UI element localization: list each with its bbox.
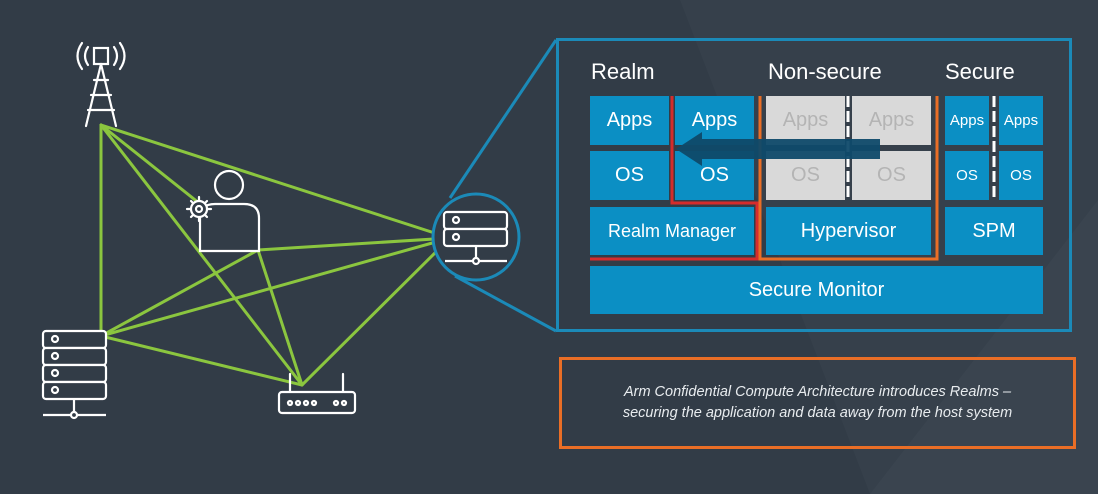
nonsecure-os-block-2: OS: [852, 151, 931, 200]
spm-block: SPM: [945, 207, 1043, 255]
server-icon: [442, 210, 509, 266]
nonsecure-boundary: [758, 96, 939, 261]
router-icon: [277, 372, 357, 415]
secure-apps-block-2: Apps: [999, 96, 1043, 145]
info-line-1: Arm Confidential Compute Architecture in…: [623, 384, 1012, 400]
nonsecure-apps-block-2: Apps: [852, 96, 931, 145]
info-box: Arm Confidential Compute Architecture in…: [559, 357, 1076, 449]
nonsecure-apps-block-1: Apps: [766, 96, 845, 145]
info-line-2: securing the application and data away f…: [622, 405, 1013, 421]
realm-manager-block: Realm Manager: [590, 207, 754, 255]
realm-header: Realm: [591, 59, 655, 84]
nonsecure-header: Non-secure: [768, 59, 882, 84]
server-rack-icon: [41, 329, 108, 420]
realm-os-block-2: OS: [675, 151, 754, 200]
secure-apps-block-1: Apps: [945, 96, 989, 145]
cell-tower-icon: [76, 41, 126, 128]
hypervisor-block: Hypervisor: [766, 207, 931, 255]
nonsecure-os-block-1: OS: [766, 151, 845, 200]
realm-apps-block-2: Apps: [675, 96, 754, 145]
realm-boundary: [590, 96, 759, 261]
secure-os-block-2: OS: [999, 151, 1043, 200]
secure-os-block-1: OS: [945, 151, 989, 200]
realm-os-block-1: OS: [590, 151, 669, 200]
blocked-arrow: [676, 132, 880, 166]
user-gear-icon: [185, 169, 261, 253]
secure-monitor-block: Secure Monitor: [590, 266, 1043, 314]
zoom-lines: [448, 39, 558, 333]
architecture-panel: [556, 38, 1072, 332]
realm-apps-block-1: Apps: [590, 96, 669, 145]
secure-header: Secure: [945, 59, 1015, 84]
